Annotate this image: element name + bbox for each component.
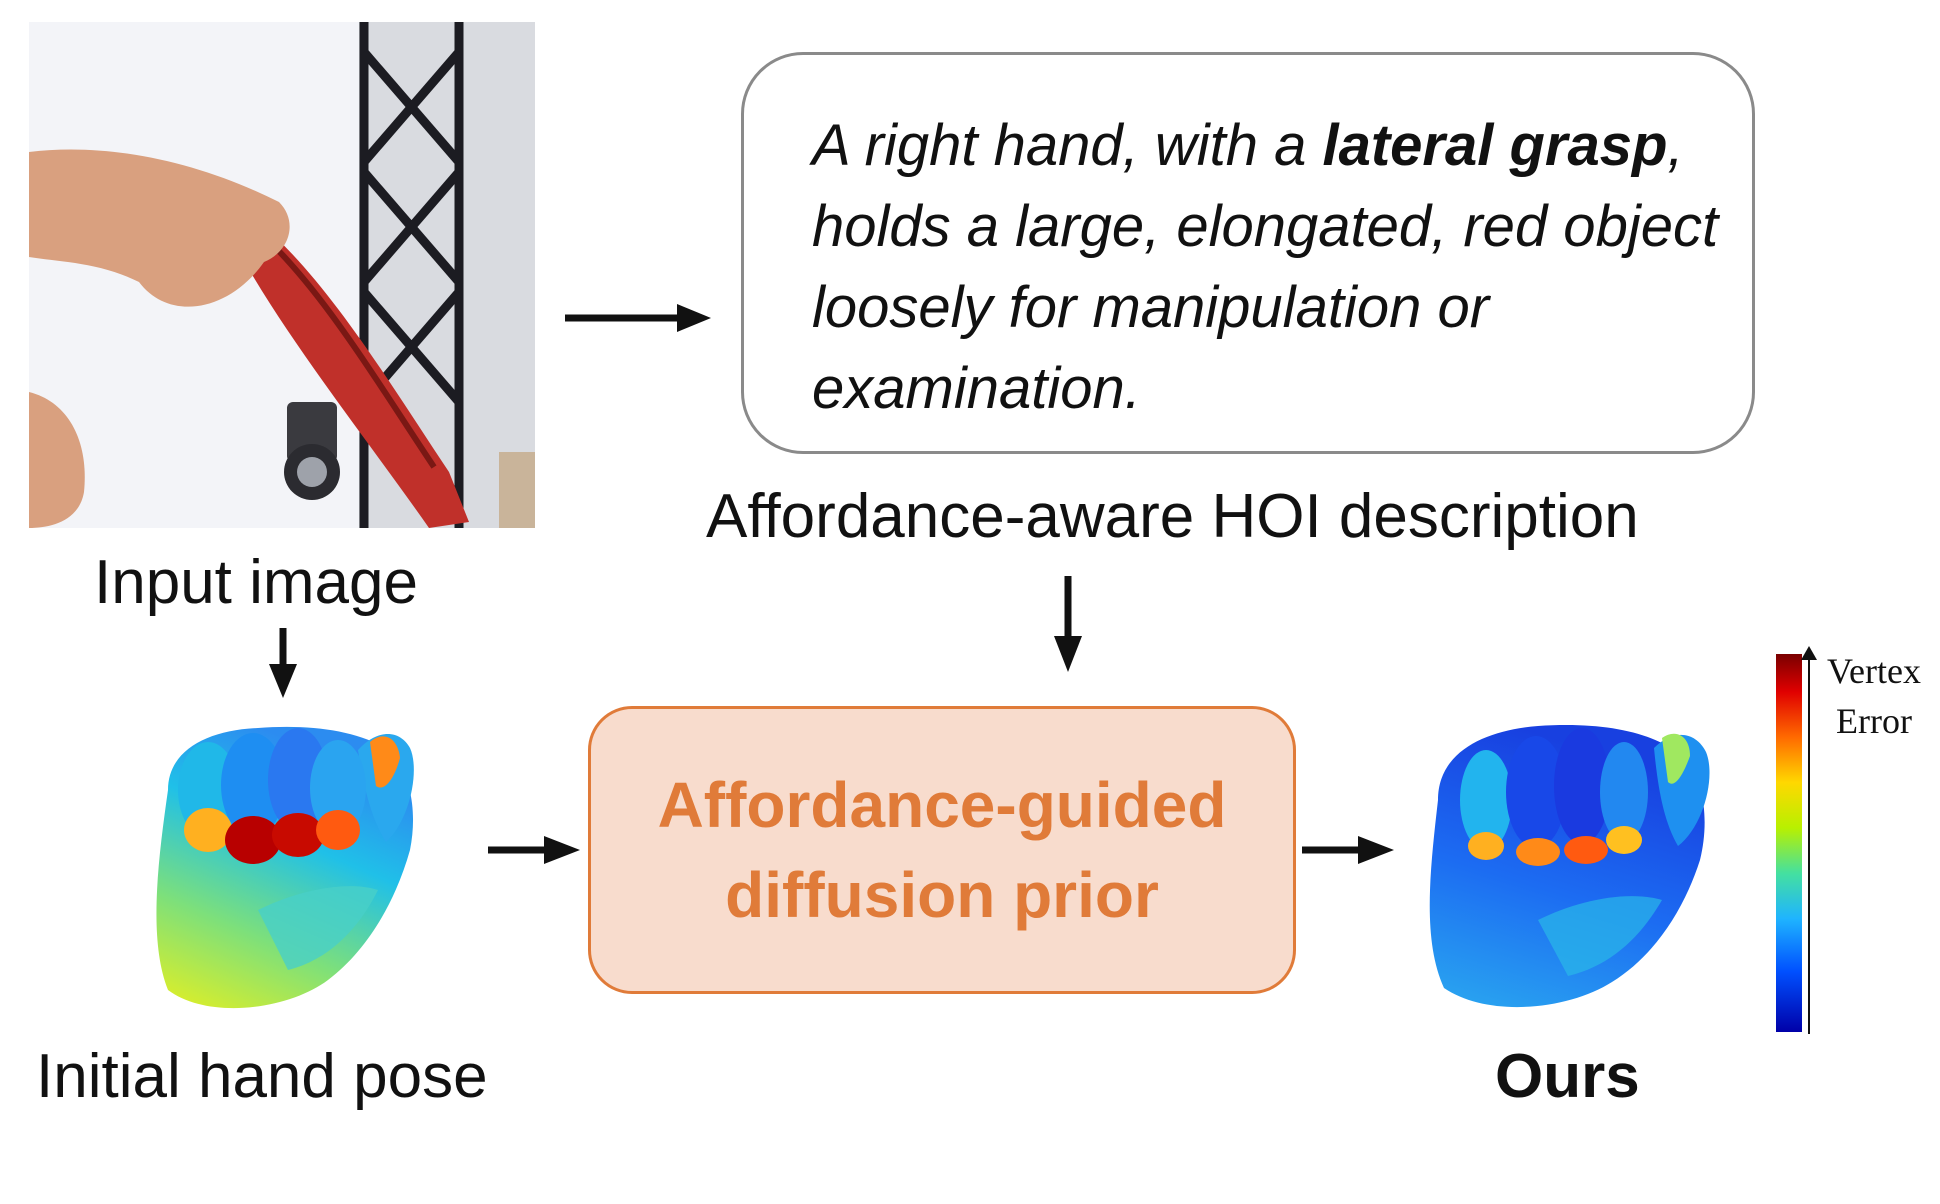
arrow-description-to-prior xyxy=(1050,576,1086,676)
arrow-initial-to-prior xyxy=(488,832,584,868)
initial-hand-pose-mesh xyxy=(148,710,448,1020)
colorbar-title-line-2: Error xyxy=(1812,696,1936,746)
prior-title-line-1: Affordance-guided xyxy=(658,760,1227,850)
arrow-prior-to-ours xyxy=(1302,832,1398,868)
vertex-error-colorbar xyxy=(1776,654,1802,1032)
colorbar-title-line-1: Vertex xyxy=(1812,646,1936,696)
arrow-image-to-initial-pose xyxy=(265,628,301,700)
ours-label: Ours xyxy=(1495,1046,1640,1108)
colorbar-title: Vertex Error xyxy=(1812,646,1936,746)
input-image xyxy=(29,22,535,528)
input-image-label: Input image xyxy=(94,552,418,614)
hoi-description-box: A right hand, with a lateral grasp, hold… xyxy=(741,52,1755,454)
ours-hand-pose-mesh xyxy=(1418,710,1738,1020)
arrow-image-to-description xyxy=(565,300,715,336)
affordance-guided-diffusion-prior-box: Affordance-guided diffusion prior xyxy=(588,706,1296,994)
colorbar-axis-line xyxy=(1808,654,1810,1034)
hoi-description-text: A right hand, with a lateral grasp, hold… xyxy=(812,105,1732,429)
prior-title-line-2: diffusion prior xyxy=(658,850,1227,940)
initial-hand-pose-label: Initial hand pose xyxy=(36,1046,488,1108)
description-part-2-bold: lateral grasp xyxy=(1322,113,1667,178)
description-part-1: A right hand, with a xyxy=(812,113,1322,178)
hoi-description-label: Affordance-aware HOI description xyxy=(706,486,1639,548)
